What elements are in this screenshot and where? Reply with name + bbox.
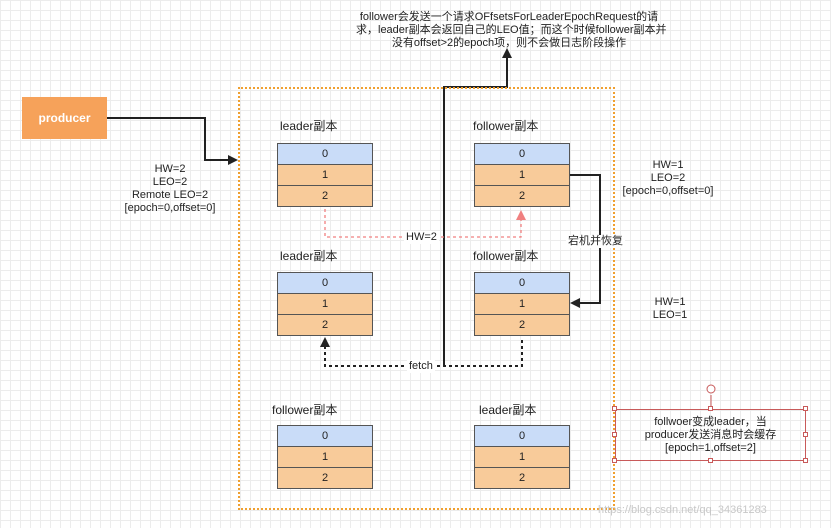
log-entry: 2 (277, 185, 373, 207)
resize-handle-e[interactable] (803, 432, 808, 437)
row2-right-log: 0 1 2 (474, 272, 570, 336)
producer-remote-leo: Remote LEO=2 (131, 189, 209, 201)
resize-handle-s[interactable] (708, 458, 713, 463)
hw-sync-label: HW=2 (404, 231, 439, 244)
row1-right-title: follower副本 (473, 119, 539, 133)
row1-right-log: 0 1 2 (474, 143, 570, 207)
producer-arrow (107, 117, 238, 165)
resize-handle-sw[interactable] (612, 458, 617, 463)
row2-right-title: follower副本 (473, 249, 539, 263)
follower2-leo: LEO=1 (652, 309, 688, 321)
follower2-hw: HW=1 (654, 296, 686, 308)
producer-state: HW=2 LEO=2 Remote LEO=2 [epoch=0,offset=… (110, 163, 230, 215)
resize-handle-n[interactable] (708, 406, 713, 411)
top-note: follower会发送一个请求OFfsetsForLeaderEpochRequ… (356, 11, 667, 50)
crash-label: 宕机并恢复 (566, 235, 625, 248)
row1-left-title: leader副本 (280, 119, 338, 133)
log-entry: 1 (474, 293, 570, 315)
bottom-note-line2: producer发送消息时会缓存 (644, 428, 777, 441)
log-entry: 1 (277, 164, 373, 186)
broker-frame (238, 87, 615, 510)
log-entry: 2 (277, 314, 373, 336)
producer-leo: LEO=2 (152, 176, 188, 188)
note-rotate-handle[interactable] (706, 384, 716, 394)
row3-left-title: follower副本 (272, 403, 338, 417)
watermark: https://blog.csdn.net/qq_34361283 (598, 504, 767, 516)
log-entry: 2 (474, 314, 570, 336)
follower1-hw: HW=1 (652, 159, 684, 171)
log-entry: 0 (474, 425, 570, 447)
follower-state-2: HW=1 LEO=1 (640, 296, 700, 322)
bottom-note-line1: follwoer变成leader，当 (654, 415, 767, 428)
log-entry: 1 (474, 446, 570, 468)
follower1-epoch: [epoch=0,offset=0] (622, 185, 714, 197)
row3-right-title: leader副本 (479, 403, 537, 417)
row2-left-title: leader副本 (280, 249, 338, 263)
producer-hw: HW=2 (154, 163, 186, 175)
log-entry: 0 (474, 143, 570, 165)
log-entry: 2 (474, 185, 570, 207)
top-note-line3: 没有offset>2的epoch项，则不会做日志阶段操作 (391, 37, 627, 49)
log-entry: 2 (277, 467, 373, 489)
top-note-line1: follower会发送一个请求OFfsetsForLeaderEpochRequ… (359, 11, 659, 23)
row3-left-log: 0 1 2 (277, 425, 373, 489)
row2-left-log: 0 1 2 (277, 272, 373, 336)
follower-state-1: HW=1 LEO=2 [epoch=0,offset=0] (608, 159, 728, 198)
selected-note[interactable]: follwoer变成leader，当 producer发送消息时会缓存 [epo… (615, 409, 806, 461)
bottom-note-line3: [epoch=1,offset=2] (665, 441, 756, 454)
resize-handle-se[interactable] (803, 458, 808, 463)
resize-handle-nw[interactable] (612, 406, 617, 411)
fetch-arrow (320, 337, 523, 367)
fetch-label: fetch (407, 360, 435, 373)
row3-right-log: 0 1 2 (474, 425, 570, 489)
resize-handle-ne[interactable] (803, 406, 808, 411)
log-entry: 0 (277, 425, 373, 447)
log-entry: 0 (277, 272, 373, 294)
log-entry: 1 (474, 164, 570, 186)
resize-handle-w[interactable] (612, 432, 617, 437)
follower1-leo: LEO=2 (650, 172, 686, 184)
log-entry: 0 (277, 143, 373, 165)
producer-epoch: [epoch=0,offset=0] (124, 202, 216, 214)
log-entry: 0 (474, 272, 570, 294)
log-entry: 1 (277, 446, 373, 468)
row1-left-log: 0 1 2 (277, 143, 373, 207)
top-note-line2: 求，leader副本会返回自己的LEO值；而这个时候follower副本并 (356, 24, 667, 36)
log-entry: 1 (277, 293, 373, 315)
log-entry: 2 (474, 467, 570, 489)
producer-node[interactable]: producer (22, 97, 107, 139)
